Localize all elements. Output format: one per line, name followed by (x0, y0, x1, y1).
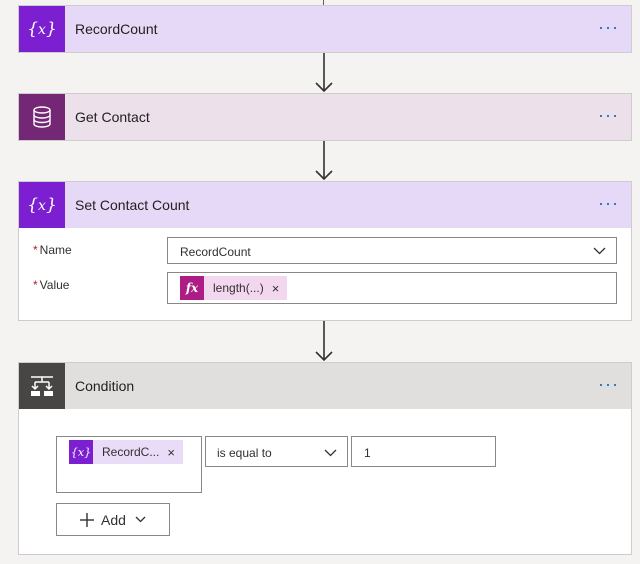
more-options-icon[interactable]: ··· (598, 193, 619, 213)
chevron-down-icon (135, 516, 146, 523)
variable-token[interactable]: {x} RecordC... × (69, 440, 183, 464)
variable-icon: {x} (19, 182, 65, 228)
card-get-contact-header[interactable]: Get Contact ··· (19, 94, 631, 140)
card-set-contact-count[interactable]: {x} Set Contact Count ··· *Name RecordCo… (18, 181, 632, 321)
value-label: *Value (33, 278, 70, 292)
card-record-count-header[interactable]: {x} RecordCount ··· (19, 6, 631, 52)
remove-token-icon[interactable]: × (271, 280, 280, 296)
chevron-down-icon (324, 449, 337, 457)
connector-top (323, 0, 324, 5)
arrow-down-icon (315, 321, 333, 362)
operator-dropdown[interactable]: is equal to (205, 436, 348, 467)
card-title: Get Contact (75, 109, 150, 125)
function-icon: fx (180, 276, 204, 300)
more-options-icon[interactable]: ··· (598, 374, 619, 394)
add-button-label: Add (101, 511, 126, 528)
required-marker: * (33, 278, 38, 292)
database-icon (19, 94, 65, 140)
chevron-down-icon (593, 247, 606, 255)
arrow-down-icon (315, 141, 333, 181)
card-record-count[interactable]: {x} RecordCount ··· (18, 5, 632, 53)
name-label: *Name (33, 243, 72, 257)
variable-icon: {x} (69, 440, 93, 464)
card-condition[interactable]: Condition ··· {x} RecordC... × is equal … (18, 362, 632, 555)
card-title: RecordCount (75, 21, 158, 37)
plus-icon (80, 512, 95, 527)
card-title: Condition (75, 378, 135, 394)
condition-right-operand[interactable]: 1 (351, 436, 496, 467)
expression-token-label: length(...) (213, 281, 264, 295)
operator-value: is equal to (217, 446, 272, 460)
card-title: Set Contact Count (75, 197, 190, 213)
card-set-contact-count-header[interactable]: {x} Set Contact Count ··· (19, 182, 631, 228)
card-condition-header[interactable]: Condition ··· (19, 363, 631, 409)
name-dropdown-value: RecordCount (180, 245, 251, 259)
variable-token-label: RecordC... (102, 445, 160, 459)
value-input[interactable]: fx length(...) × (167, 272, 617, 304)
remove-token-icon[interactable]: × (167, 444, 175, 460)
condition-icon (19, 363, 65, 409)
condition-left-operand[interactable]: {x} RecordC... × (56, 436, 202, 493)
name-dropdown[interactable]: RecordCount (167, 237, 617, 264)
right-operand-value: 1 (364, 446, 371, 460)
arrow-down-icon (315, 53, 333, 93)
add-button[interactable]: Add (56, 503, 170, 536)
required-marker: * (33, 243, 38, 257)
more-options-icon[interactable]: ··· (598, 105, 619, 125)
card-get-contact[interactable]: Get Contact ··· (18, 93, 632, 141)
more-options-icon[interactable]: ··· (598, 17, 619, 37)
variable-icon: {x} (19, 6, 65, 52)
expression-token[interactable]: fx length(...) × (180, 276, 288, 300)
